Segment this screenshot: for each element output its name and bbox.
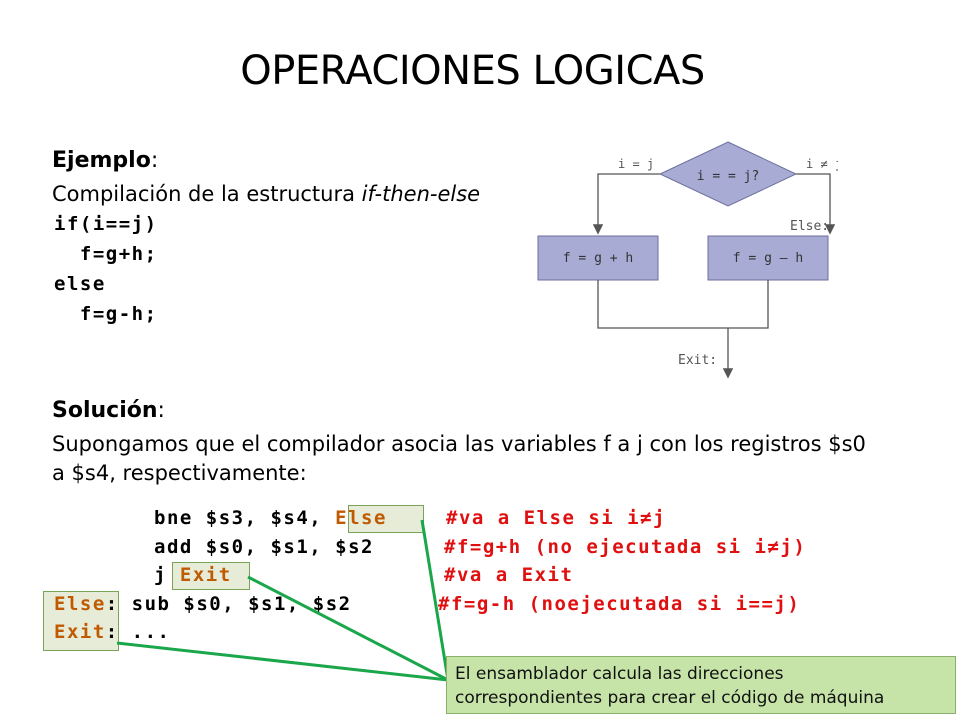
left-branch-line xyxy=(592,173,660,235)
decision-diamond xyxy=(658,141,798,207)
solution-heading: Solución: xyxy=(52,398,165,423)
example-code-line-1: if(i==j) xyxy=(54,213,158,235)
left-branch-label: i = j xyxy=(618,157,654,171)
asm-line-1-comment: #va a Else si i≠j xyxy=(446,507,666,529)
else-target-highlight xyxy=(348,505,424,533)
then-box-label: f = g + h xyxy=(563,251,633,266)
asm-exit-label: Exit xyxy=(54,621,106,643)
connector-labels xyxy=(116,641,449,682)
asm-ellipsis: : ... xyxy=(105,621,171,643)
note-line-1: El ensamblador calcula las direcciones xyxy=(455,664,784,684)
example-desc-italic: if-then-else xyxy=(361,182,481,206)
asm-else-label: Else xyxy=(54,593,106,615)
asm-line-3-code: j Exit xyxy=(154,564,232,586)
merge-line xyxy=(597,280,769,329)
asm-line-1-code: bne $s3, $s4, Else xyxy=(154,507,387,529)
flowchart: i = = j? i = j i ≠ j Else: f = g + h f =… xyxy=(537,141,838,379)
asm-exit-target: Exit xyxy=(179,564,232,586)
example-heading: Ejemplo: xyxy=(52,148,158,173)
example-description: Compilación de la estructura if-then-els… xyxy=(52,182,480,206)
page-title: OPERACIONES LOGICAS xyxy=(240,48,705,94)
solution-line-2: a $s4, respectivamente: xyxy=(52,461,307,485)
solution-heading-label: Solución xyxy=(52,398,158,423)
else-box-label: f = g – h xyxy=(733,251,803,266)
then-box xyxy=(537,235,659,281)
asm-else-target: Else xyxy=(335,507,387,529)
asm-line-5-code: Exit: ... xyxy=(54,621,170,643)
solution-line-1: Supongamos que el compilador asocia las … xyxy=(52,432,866,456)
asm-line-2-comment: #f=g+h (no ejecutada si i≠j) xyxy=(444,536,807,558)
else-label: Else: xyxy=(790,219,829,234)
assembler-note: El ensamblador calcula las direcciones c… xyxy=(446,656,956,714)
note-line-2: correspondientes para crear el código de… xyxy=(455,688,885,708)
example-heading-colon: : xyxy=(150,148,159,173)
connector-exit xyxy=(247,575,449,682)
asm-line-3-comment: #va a Exit xyxy=(444,564,574,586)
exit-target-highlight xyxy=(172,562,250,590)
example-code-line-2: f=g+h; xyxy=(54,243,158,265)
solution-heading-colon: : xyxy=(157,398,165,423)
labels-highlight xyxy=(43,591,119,651)
right-branch-line xyxy=(796,173,836,235)
asm-line-4-comment: #f=g-h (noejecutada si i==j) xyxy=(438,593,801,615)
else-box xyxy=(707,235,829,281)
example-desc-prefix: Compilación de la estructura xyxy=(52,182,362,206)
connector-else xyxy=(420,519,450,681)
example-code-line-4: f=g-h; xyxy=(54,303,158,325)
exit-label: Exit: xyxy=(678,353,717,368)
example-code-line-3: else xyxy=(54,273,106,295)
asm-line-2-code: add $s0, $s1, $s2 xyxy=(154,536,374,558)
asm-j: j xyxy=(154,564,180,586)
decision-label: i = = j? xyxy=(697,169,760,184)
example-heading-label: Ejemplo xyxy=(52,148,151,173)
right-branch-label: i ≠ j xyxy=(806,157,838,171)
asm-bne: bne $s3, $s4, xyxy=(154,507,336,529)
asm-sub: : sub $s0, $s1, $s2 xyxy=(105,593,352,615)
asm-line-4-code: Else: sub $s0, $s1, $s2 xyxy=(54,593,352,615)
